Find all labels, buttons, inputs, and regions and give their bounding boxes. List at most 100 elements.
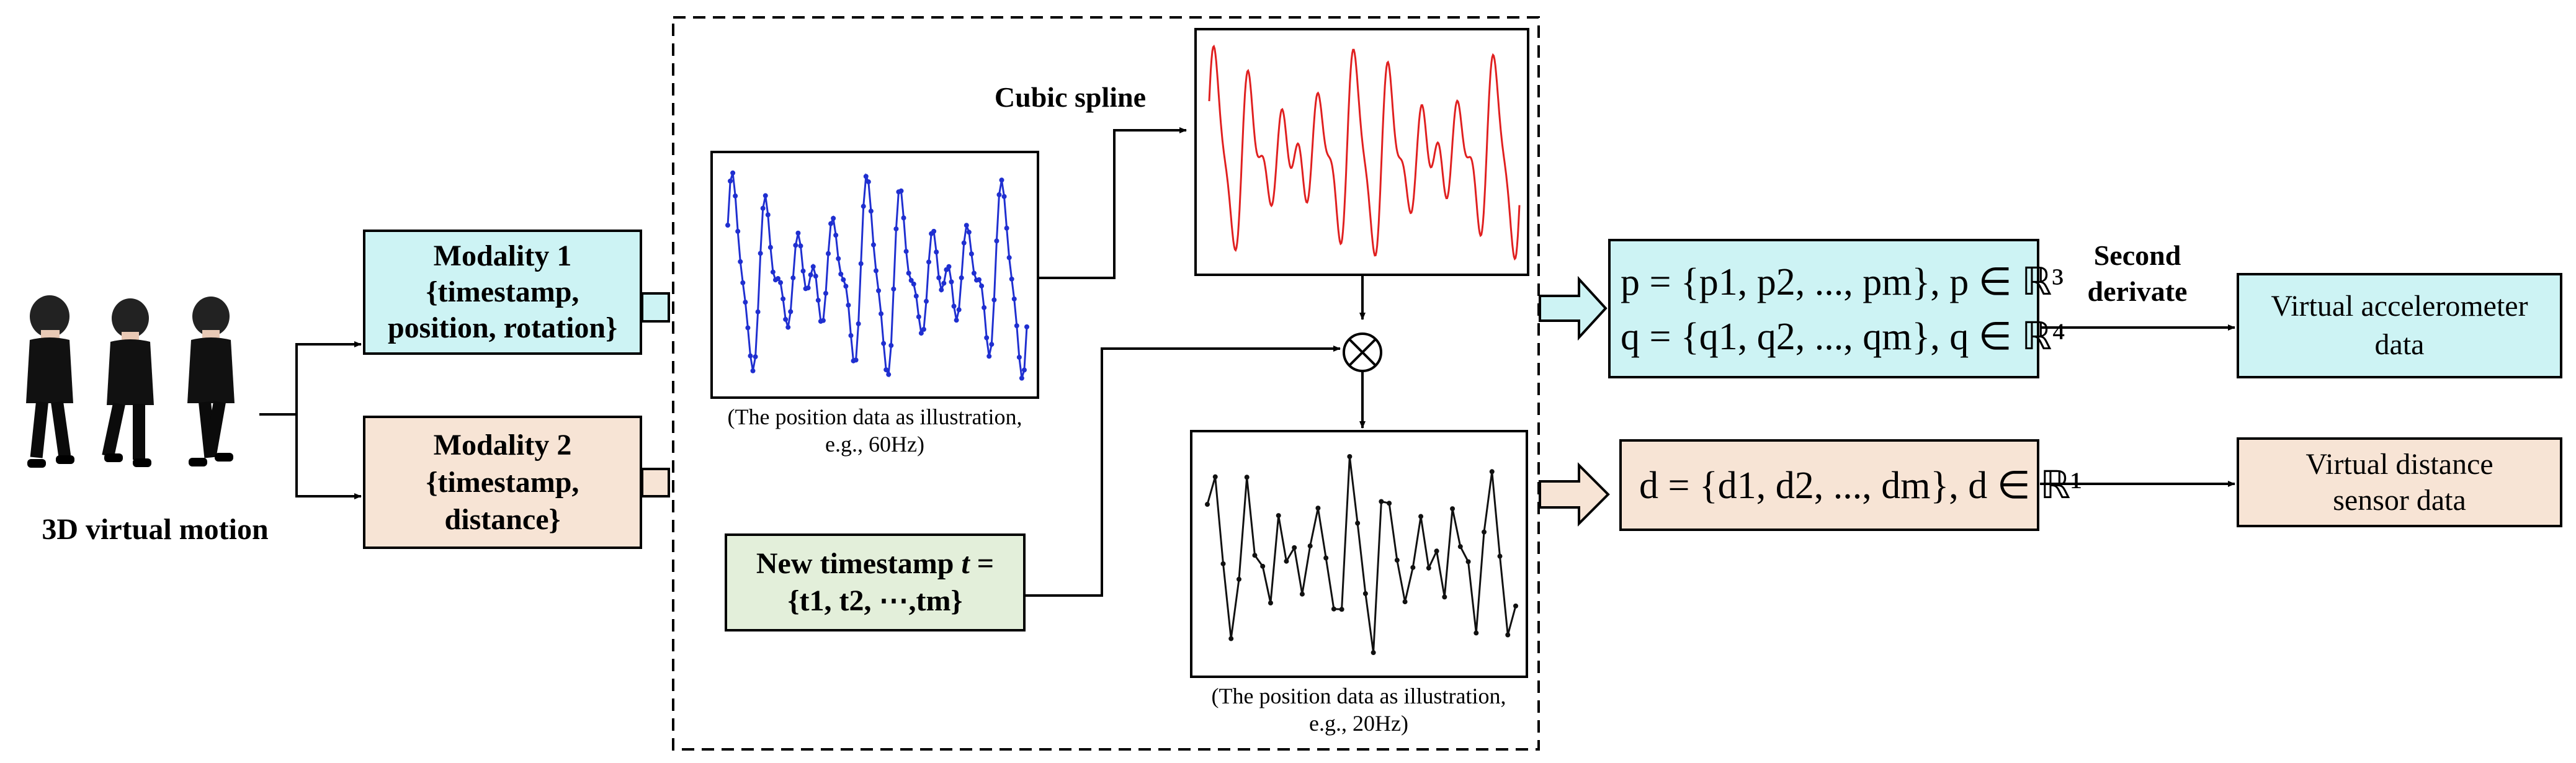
sample-point	[843, 283, 849, 289]
sample-point	[735, 228, 741, 234]
new-timestamp-prefix: New timestamp	[756, 547, 962, 580]
sample-point	[1024, 324, 1029, 329]
distance-output-line1: Virtual distance	[2305, 447, 2493, 481]
timestamp-to-multiply-connector	[1025, 346, 1341, 597]
motion-label: 3D virtual motion	[42, 513, 269, 546]
modality-2-box: Modality 2 {timestamp, distance}	[363, 416, 642, 549]
sample-point	[1004, 225, 1009, 231]
sample-point	[926, 259, 932, 265]
sample-point	[1016, 354, 1022, 360]
plot60-to-spline-connector	[1037, 127, 1187, 279]
figure-icon	[26, 295, 74, 468]
sample-point	[1268, 600, 1273, 605]
sample-point	[1011, 296, 1017, 301]
modality-2-line3: distance}	[444, 502, 561, 536]
sample-point	[755, 309, 761, 315]
wide-arrow-icon	[641, 468, 670, 498]
sample-point	[863, 174, 869, 179]
sample-point	[946, 264, 952, 269]
sample-point	[861, 203, 866, 209]
plot-60hz	[710, 151, 1039, 399]
sample-point	[994, 238, 1000, 244]
sample-point	[800, 268, 806, 274]
sample-point	[1426, 565, 1431, 571]
sample-point	[1457, 544, 1463, 550]
sample-point	[1299, 591, 1305, 597]
modality-1-box: Modality 1 {timestamp, position, rotatio…	[363, 230, 642, 355]
new-timestamp-line1: New timestamp t =	[756, 545, 994, 582]
sample-point	[959, 275, 964, 280]
sample-point	[1482, 529, 1487, 535]
sample-point	[870, 242, 876, 248]
sample-point	[1442, 594, 1447, 600]
sample-point	[1220, 561, 1226, 566]
sample-point	[725, 223, 730, 228]
sample-point	[941, 280, 947, 286]
sample-point	[901, 215, 906, 221]
wide-arrow-icon	[1539, 275, 1608, 341]
sample-point	[1379, 499, 1384, 504]
sample-point	[780, 296, 786, 301]
sample-point	[956, 307, 962, 313]
sample-point	[936, 275, 942, 280]
sample-point	[989, 342, 995, 347]
sample-point	[964, 223, 969, 228]
sample-point	[1465, 559, 1471, 564]
sample-point	[1331, 606, 1336, 612]
figure-icon	[102, 298, 154, 467]
sample-point	[838, 271, 844, 277]
accel-output-line1: Virtual accelerometer	[2271, 290, 2528, 323]
sample-point	[815, 298, 821, 303]
sample-point	[971, 270, 977, 276]
sample-point	[733, 193, 738, 199]
sample-point	[858, 261, 864, 267]
sample-point	[888, 342, 894, 348]
sample-point	[1347, 453, 1353, 459]
new-timestamp-var: t	[961, 547, 970, 580]
sample-point	[984, 335, 990, 341]
new-timestamp-set: {t1, t2, ⋯,tm}	[787, 584, 963, 617]
sample-point	[923, 298, 929, 304]
sample-point	[841, 277, 846, 282]
sample-point	[790, 275, 796, 280]
plot-20hz-trace	[1205, 453, 1518, 656]
caption-20hz: (The position data as illustration, e.g.…	[1160, 682, 1557, 737]
sample-point	[767, 244, 773, 250]
sample-point	[883, 367, 889, 373]
caption-60hz-line2: e.g., 60Hz)	[825, 432, 924, 457]
caption-60hz-line1: (The position data as illustration,	[727, 404, 1022, 429]
sample-point	[753, 354, 758, 360]
wide-arrow-icon	[641, 292, 670, 323]
sample-point	[831, 215, 836, 221]
sample-point	[1355, 520, 1361, 526]
sample-point	[1292, 545, 1297, 550]
sample-point	[805, 285, 811, 291]
sample-point	[1371, 650, 1376, 656]
sample-point	[949, 279, 954, 285]
sample-point	[798, 243, 803, 249]
sample-point	[921, 326, 926, 332]
sample-point	[848, 332, 854, 338]
sample-point	[856, 321, 861, 326]
plot-spline	[1194, 28, 1529, 276]
plot-spline-trace	[1208, 44, 1521, 261]
sample-point	[1410, 564, 1416, 570]
sample-point	[968, 251, 974, 257]
sample-point	[911, 281, 916, 287]
sample-point	[906, 270, 911, 276]
trace-line	[727, 172, 1028, 379]
sample-point	[918, 331, 924, 336]
sample-point	[868, 208, 874, 214]
sample-point	[1019, 375, 1024, 381]
trace-line	[1208, 44, 1521, 261]
sample-point	[999, 177, 1004, 183]
sample-point	[810, 264, 816, 269]
sample-point	[836, 256, 841, 261]
sample-point	[954, 318, 959, 323]
sample-point	[886, 372, 892, 377]
spline-label: Cubic spline	[994, 81, 1147, 113]
sample-point	[793, 243, 798, 248]
sample-point	[820, 318, 826, 323]
sample-point	[1276, 513, 1281, 519]
formula-q: q = {q1, q2, ..., qm}, q ∈ ℝ⁴	[1621, 315, 2065, 358]
